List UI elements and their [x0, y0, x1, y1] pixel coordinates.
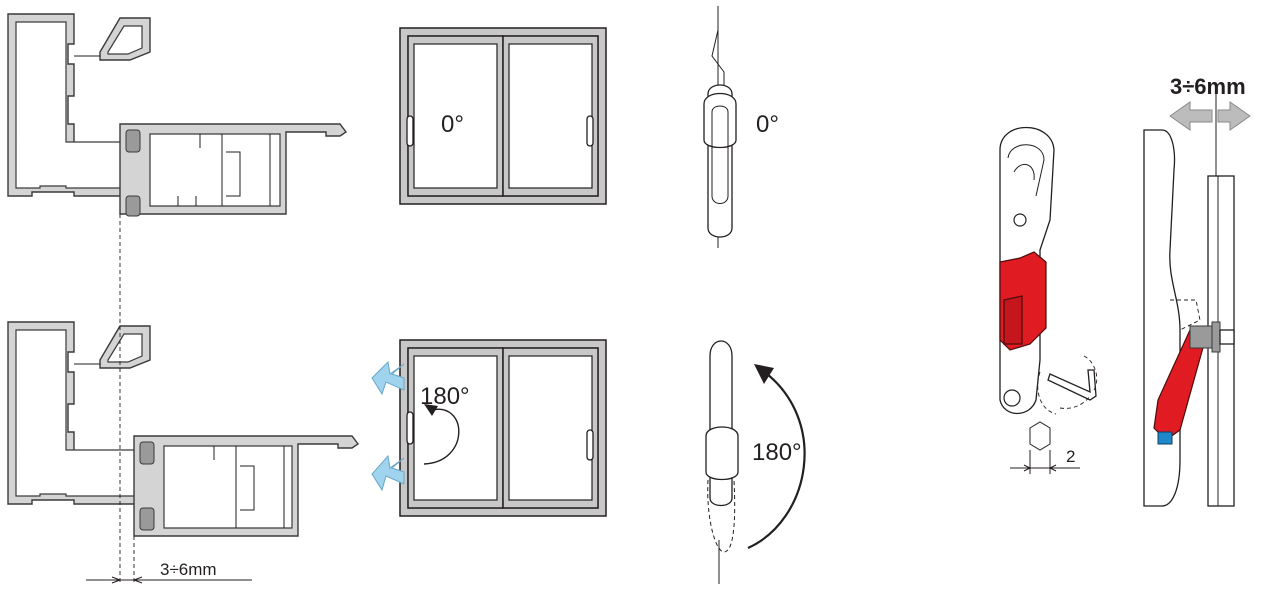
bottom-handle-angle-label: 180°	[752, 439, 802, 466]
gap-dimension	[86, 214, 252, 585]
profile-section-top	[7, 13, 348, 217]
air-flow-arrows	[371, 360, 405, 492]
window-top	[399, 27, 607, 205]
latch-mechanism	[999, 127, 1055, 415]
hex-key-icon	[1037, 355, 1098, 415]
handle-top	[703, 6, 737, 248]
bottom-gap-label: 3÷6mm	[160, 560, 217, 579]
profile-section-bottom	[7, 321, 360, 537]
top-window-angle-label: 0°	[441, 111, 464, 138]
bottom-window-angle-label: 180°	[420, 383, 470, 410]
side-view	[1143, 92, 1235, 507]
hex-key-size-label: 2	[1066, 447, 1075, 466]
handle-bottom	[705, 340, 806, 584]
window-bottom	[399, 339, 607, 517]
gap-arrows	[1169, 101, 1251, 131]
top-handle-angle-label: 0°	[756, 111, 779, 138]
hex-key-size-diagram	[1010, 421, 1080, 474]
right-gap-label: 3÷6mm	[1170, 74, 1246, 99]
